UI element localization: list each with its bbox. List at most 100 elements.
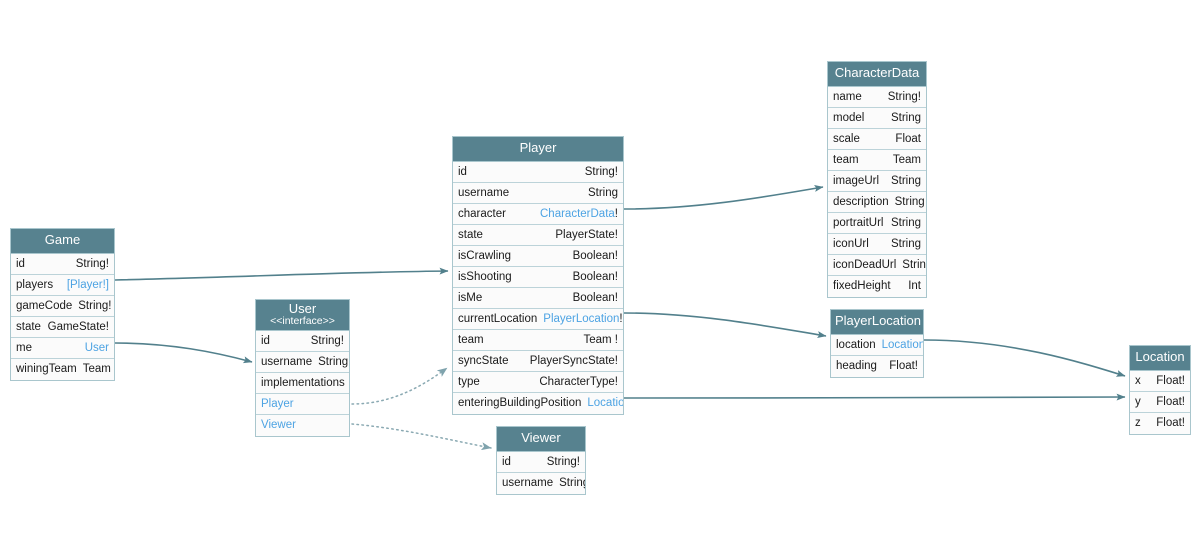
field-player-username[interactable]: username String [453, 182, 623, 204]
field-type: CharacterType! [539, 375, 618, 388]
field-type: Float! [889, 360, 918, 373]
field-characterdata-team[interactable]: team Team [828, 149, 926, 171]
field-characterdata-description[interactable]: description String [828, 191, 926, 213]
entity-location[interactable]: Location x Float! y Float! z Float! [1129, 345, 1191, 435]
entity-player[interactable]: Player id String! username String charac… [452, 136, 624, 415]
entity-player-name: Player [519, 140, 557, 155]
entity-player-title: Player [453, 137, 623, 162]
field-name: currentLocation [458, 312, 538, 325]
entity-playerlocation-title: PlayerLocation [831, 310, 923, 335]
field-name: team [833, 153, 859, 166]
field-name: syncState [458, 354, 509, 367]
field-location-y[interactable]: y Float! [1130, 391, 1190, 413]
field-game-players[interactable]: players [Player!] [11, 274, 114, 296]
field-characterdata-fixedheight[interactable]: fixedHeight Int [828, 275, 926, 297]
field-name: implementations [261, 376, 345, 389]
entity-viewer-title: Viewer [497, 427, 585, 452]
field-name: team [458, 333, 484, 346]
entity-viewer[interactable]: Viewer id String! username String [496, 426, 586, 495]
field-name-ref[interactable]: Viewer [261, 419, 296, 432]
entity-characterdata[interactable]: CharacterData name String! model String … [827, 61, 927, 298]
field-playerlocation-location[interactable]: location Location! [831, 334, 923, 356]
field-name: location [836, 338, 876, 351]
field-characterdata-name[interactable]: name String! [828, 86, 926, 108]
field-location-x[interactable]: x Float! [1130, 370, 1190, 392]
field-player-character[interactable]: character CharacterData! [453, 203, 623, 225]
edge-user-implements-viewer [351, 423, 492, 451]
field-viewer-id[interactable]: id String! [497, 451, 585, 473]
field-name-ref[interactable]: Player [261, 397, 294, 410]
edge-player-character-to-characterdata [623, 184, 824, 210]
field-characterdata-imageurl[interactable]: imageUrl String [828, 170, 926, 192]
field-type: String [890, 216, 921, 229]
field-name: model [833, 111, 865, 124]
field-viewer-username[interactable]: username String [497, 472, 585, 494]
field-name: me [16, 341, 32, 354]
entity-playerlocation[interactable]: PlayerLocation location Location! headin… [830, 309, 924, 378]
field-player-iscrawling[interactable]: isCrawling Boolean! [453, 245, 623, 267]
field-type-ref[interactable]: CharacterData [540, 207, 615, 220]
field-user-username[interactable]: username String [256, 351, 349, 373]
entity-characterdata-fields: name String! model String scale Float te… [828, 86, 926, 297]
entity-game-fields: id String! players [Player!] gameCode St… [11, 253, 114, 380]
field-characterdata-model[interactable]: model String [828, 107, 926, 129]
field-type: Float [895, 132, 921, 145]
edge-game-me-to-user [114, 342, 253, 364]
field-name: isShooting [458, 270, 512, 283]
field-characterdata-iconurl[interactable]: iconUrl String [828, 233, 926, 255]
field-type-ref[interactable]: [Player!] [66, 278, 109, 291]
field-user-id[interactable]: id String! [256, 330, 349, 352]
edge-playerlocation-location-to-location [923, 339, 1126, 377]
field-name: state [458, 228, 483, 241]
field-characterdata-portraiturl[interactable]: portraitUrl String [828, 212, 926, 234]
field-location-z[interactable]: z Float! [1130, 412, 1190, 434]
field-name: z [1135, 417, 1141, 430]
field-name: portraitUrl [833, 216, 884, 229]
field-type: String [890, 174, 921, 187]
field-type-ref[interactable]: PlayerLocation [543, 312, 620, 325]
field-name: winingTeam [16, 363, 77, 376]
field-player-isshooting[interactable]: isShooting Boolean! [453, 266, 623, 288]
field-name: x [1135, 374, 1141, 387]
field-type: String! [310, 334, 344, 347]
field-name: players [16, 278, 54, 291]
entity-game[interactable]: Game id String! players [Player!] gameCo… [10, 228, 115, 381]
field-player-syncstate[interactable]: syncState PlayerSyncState! [453, 350, 623, 372]
field-type: Boolean! [572, 270, 618, 283]
field-game-id[interactable]: id String! [11, 253, 114, 275]
field-game-state[interactable]: state GameState! [11, 316, 114, 338]
field-type-ref[interactable]: Location! [881, 338, 923, 351]
field-game-winingteam[interactable]: winingTeam Team [11, 358, 114, 380]
field-type-bang: ! [614, 207, 618, 220]
field-playerlocation-heading[interactable]: heading Float! [831, 355, 923, 377]
field-player-team[interactable]: team Team ! [453, 329, 623, 351]
field-player-currentlocation[interactable]: currentLocation PlayerLocation! [453, 308, 623, 330]
entity-user[interactable]: User <<interface>> id String! username S… [255, 299, 350, 437]
field-game-me[interactable]: me User [11, 337, 114, 359]
field-player-enteringbuildingposition[interactable]: enteringBuildingPosition Location [453, 392, 623, 414]
field-player-isme[interactable]: isMe Boolean! [453, 287, 623, 309]
field-type: Boolean! [572, 291, 618, 304]
field-name: iconUrl [833, 237, 869, 250]
field-game-gamecode[interactable]: gameCode String! [11, 295, 114, 317]
field-type: String [587, 186, 618, 199]
field-name: id [261, 334, 270, 347]
field-type: String! [887, 90, 921, 103]
field-user-impl-viewer[interactable]: Viewer [256, 414, 349, 436]
field-name: character [458, 207, 506, 220]
entity-playerlocation-fields: location Location! heading Float! [831, 334, 923, 377]
field-type: String [902, 258, 926, 271]
field-type-ref[interactable]: User [84, 341, 109, 354]
field-type: String [318, 355, 349, 368]
field-player-id[interactable]: id String! [453, 161, 623, 183]
field-characterdata-icondeadurl[interactable]: iconDeadUrl String [828, 254, 926, 276]
field-player-state[interactable]: state PlayerState! [453, 224, 623, 246]
field-name: id [502, 455, 511, 468]
field-user-impl-player[interactable]: Player [256, 393, 349, 415]
entity-location-title: Location [1130, 346, 1190, 371]
field-type-ref[interactable]: Location [587, 397, 623, 410]
field-player-type[interactable]: type CharacterType! [453, 371, 623, 393]
field-type: String [894, 195, 925, 208]
field-characterdata-scale[interactable]: scale Float [828, 128, 926, 150]
